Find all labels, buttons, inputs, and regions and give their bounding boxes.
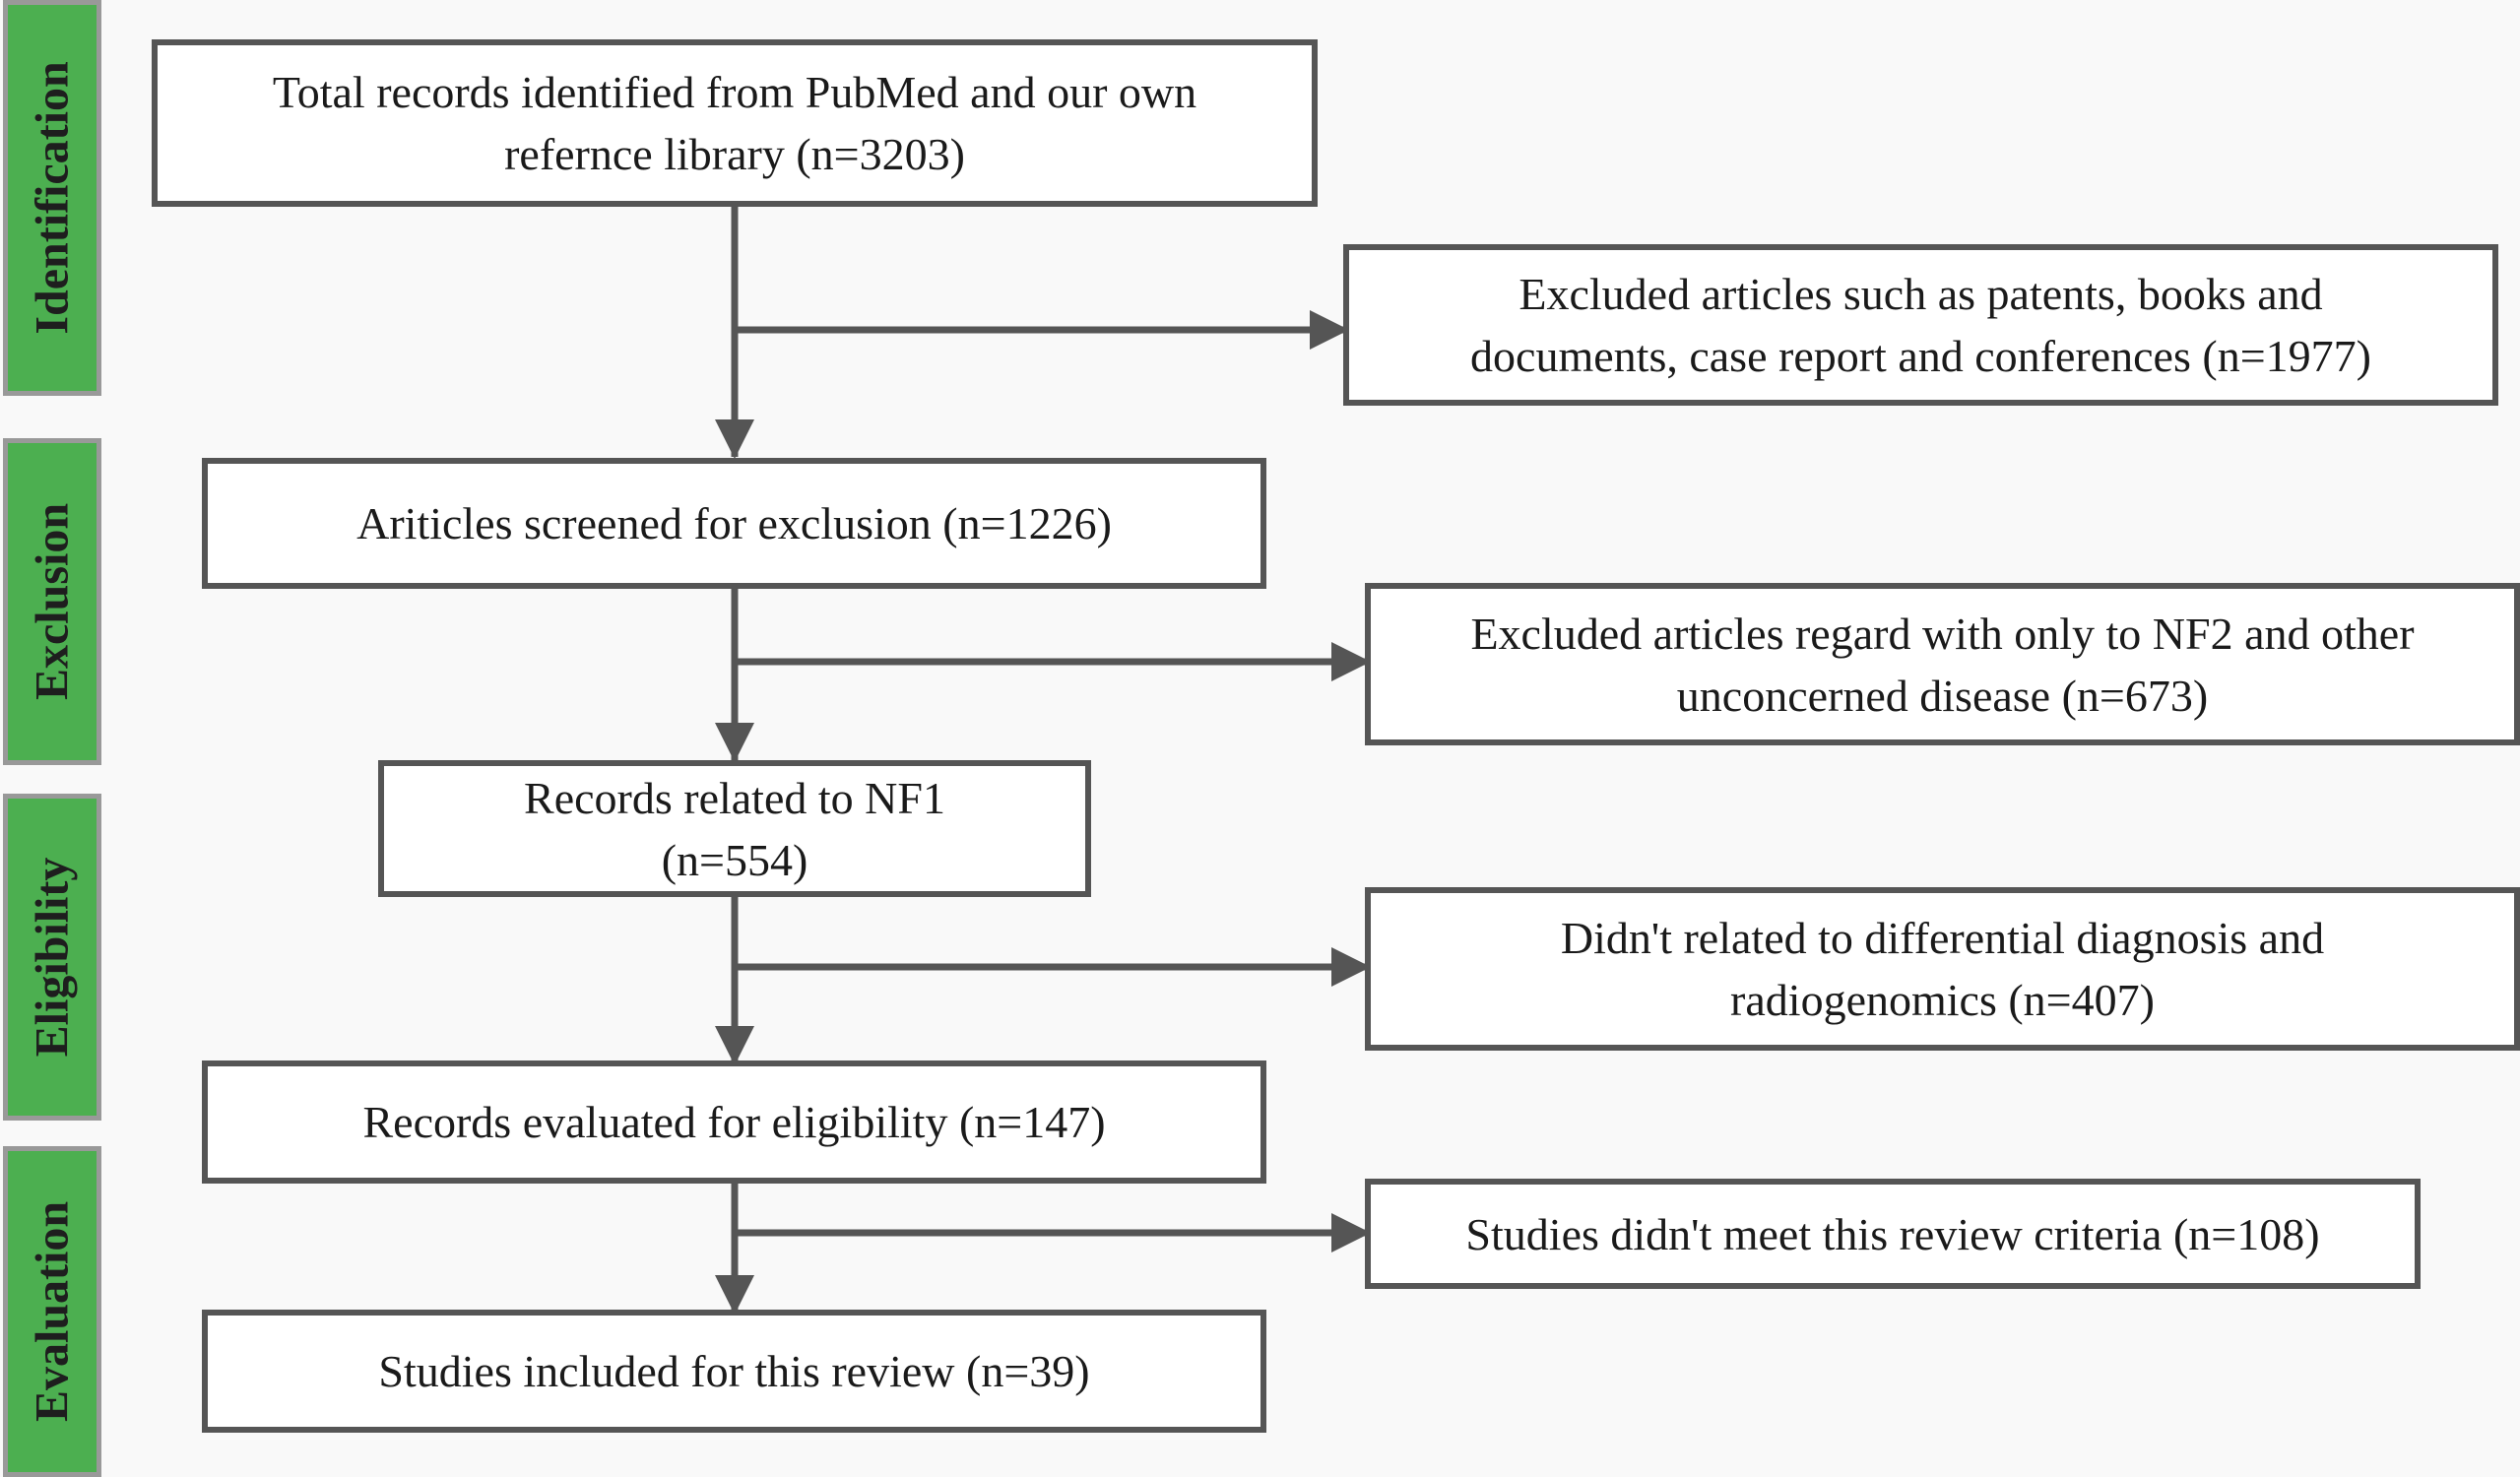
stage-eligibility: Eligibility xyxy=(3,794,101,1121)
box-line: Total records identified from PubMed and… xyxy=(272,67,1197,117)
box-line: documents, case report and conferences (… xyxy=(1470,331,2371,381)
box-line: Records related to NF1 xyxy=(524,772,945,823)
box-line: Excluded articles regard with only to NF… xyxy=(1470,608,2415,659)
box-line: (n=554) xyxy=(661,834,808,885)
total-records-box: Total records identified from PubMed and… xyxy=(152,39,1318,207)
stage-label: Evaluation xyxy=(26,1200,79,1423)
excluded-differential-box: Didn't related to differential diagnosis… xyxy=(1365,887,2520,1051)
excluded-patents-box: Excluded articles such as patents, books… xyxy=(1343,244,2498,406)
nf1-records-box: Records related to NF1 (n=554) xyxy=(378,760,1091,897)
box-line: radiogenomics (n=407) xyxy=(1730,975,2155,1025)
box-text: Records evaluated for eligibility (n=147… xyxy=(362,1091,1105,1153)
excluded-criteria-box: Studies didn't meet this review criteria… xyxy=(1365,1179,2421,1289)
box-text: Excluded articles such as patents, books… xyxy=(1470,263,2371,387)
box-line: Ariticles screened for exclusion (n=1226… xyxy=(356,498,1112,548)
box-text: Studies didn't meet this review criteria… xyxy=(1465,1203,2319,1265)
included-box: Studies included for this review (n=39) xyxy=(202,1310,1266,1433)
stage-label: Eligibility xyxy=(26,857,79,1058)
box-line: Studies didn't meet this review criteria… xyxy=(1465,1208,2320,1259)
box-text: Excluded articles regard with only to NF… xyxy=(1470,603,2414,727)
stage-label: Exclusion xyxy=(26,502,79,701)
stage-label: Identification xyxy=(26,61,79,335)
box-text: Ariticles screened for exclusion (n=1226… xyxy=(356,492,1112,554)
box-line: Records evaluated for eligibility (n=147… xyxy=(362,1097,1106,1147)
box-text: Records related to NF1 (n=554) xyxy=(524,767,945,891)
stage-exclusion: Exclusion xyxy=(3,438,101,765)
box-text: Total records identified from PubMed and… xyxy=(273,61,1196,185)
stage-identification: Identification xyxy=(3,0,101,396)
box-line: Studies included for this review (n=39) xyxy=(378,1346,1090,1396)
stage-evaluation: Evaluation xyxy=(3,1146,101,1477)
box-line: Excluded articles such as patents, books… xyxy=(1518,269,2323,319)
box-line: unconcerned disease (n=673) xyxy=(1676,670,2209,721)
screened-box: Ariticles screened for exclusion (n=1226… xyxy=(202,458,1266,589)
excluded-nf2-box: Excluded articles regard with only to NF… xyxy=(1365,583,2520,745)
evaluated-box: Records evaluated for eligibility (n=147… xyxy=(202,1060,1266,1184)
box-text: Studies included for this review (n=39) xyxy=(378,1340,1089,1402)
box-line: refernce library (n=3203) xyxy=(504,129,965,179)
box-text: Didn't related to differential diagnosis… xyxy=(1561,907,2324,1031)
box-line: Didn't related to differential diagnosis… xyxy=(1560,913,2325,963)
